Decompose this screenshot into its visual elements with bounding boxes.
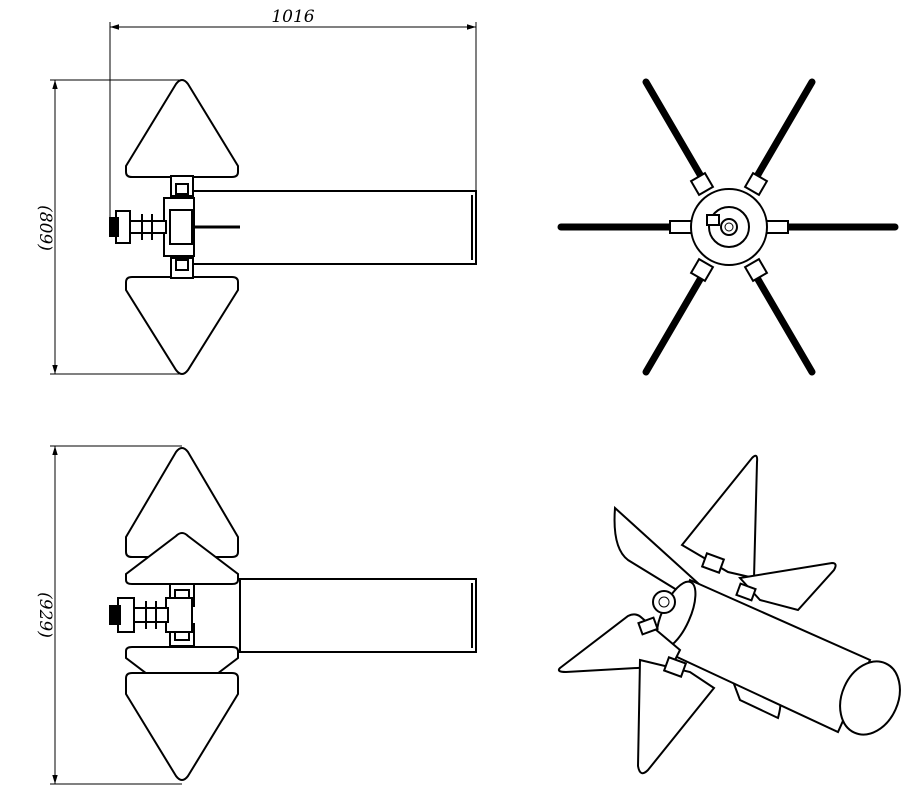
front-fin-bottom xyxy=(636,658,716,775)
upper-fin xyxy=(125,79,239,178)
side-view-folded: 1016 (809) xyxy=(35,7,477,375)
isometric-view xyxy=(557,454,901,775)
iso-hinge-right xyxy=(735,582,757,602)
outer-lower-fin xyxy=(125,672,239,781)
upper-hinge-cap xyxy=(175,183,189,195)
shaft xyxy=(127,220,167,234)
dimension-span-deployed: (929) xyxy=(35,445,182,785)
lower-hinge-cap xyxy=(175,259,189,271)
dimension-length-label: 1016 xyxy=(271,7,314,27)
body-end-cap xyxy=(839,660,901,736)
dimension-span-folded: (809) xyxy=(35,79,182,375)
back-fin-right xyxy=(738,561,837,612)
dimension-length: 1016 xyxy=(109,7,477,222)
outer-upper-fin xyxy=(125,447,239,558)
side-view-deployed: (929) xyxy=(35,445,477,785)
back-fin-top xyxy=(680,454,759,580)
dimension-span-deployed-label: (929) xyxy=(35,592,55,638)
inner-upper-fin xyxy=(125,532,239,585)
iso-hinge-bottom xyxy=(662,656,688,678)
lower-fin xyxy=(125,276,239,375)
body-tube xyxy=(239,578,477,653)
hub-block xyxy=(165,597,193,633)
rear-view xyxy=(557,78,899,376)
shaft xyxy=(131,607,169,623)
iso-hinge-top xyxy=(700,552,726,574)
dimension-span-folded-label: (809) xyxy=(35,205,55,251)
iso-hinge-left xyxy=(637,616,659,636)
hub-hinges xyxy=(669,171,789,283)
fin-blades xyxy=(557,78,899,376)
